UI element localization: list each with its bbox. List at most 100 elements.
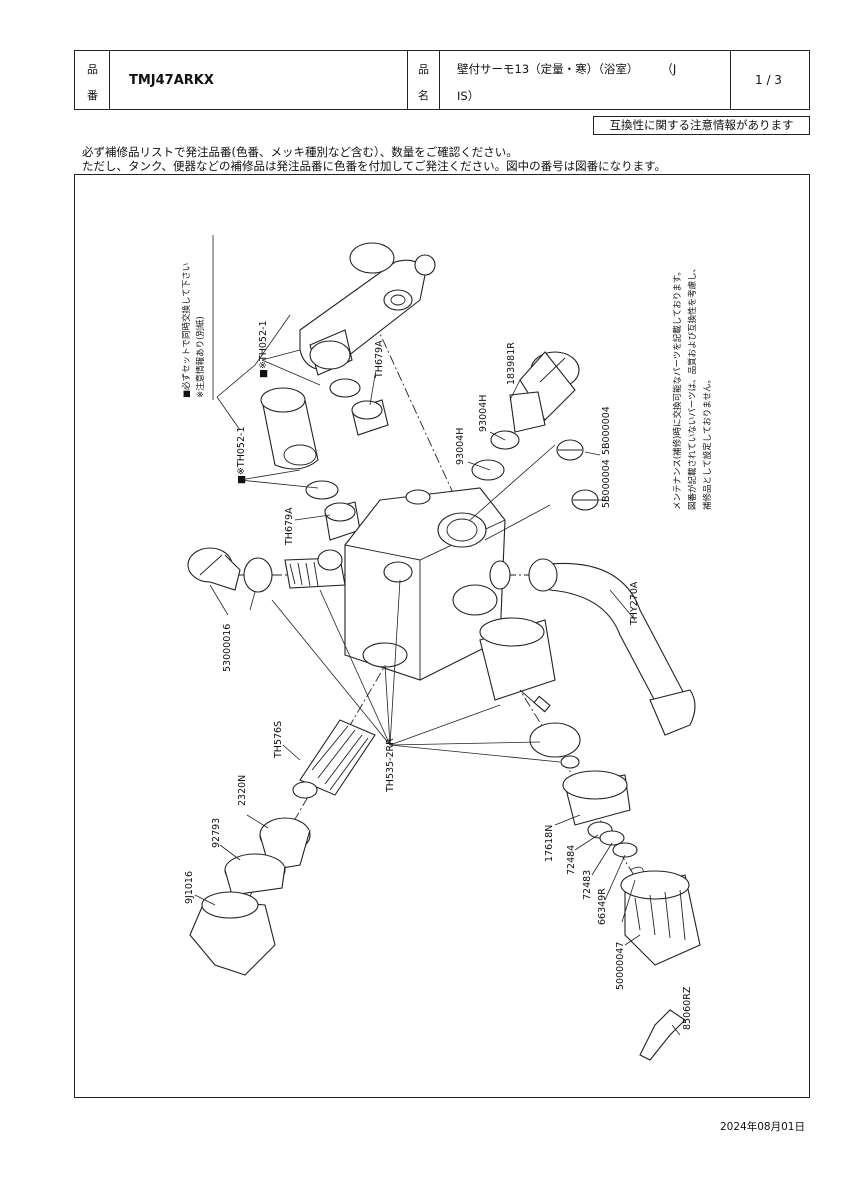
leader-line <box>509 379 521 401</box>
hinmei-label: 品 <box>418 63 429 76</box>
leader-line <box>369 374 376 406</box>
o-ring <box>471 459 505 481</box>
part-label-9j1016: 9J1016 <box>184 871 195 904</box>
part-label-72484: 72484 <box>566 845 577 875</box>
hinban-label: 品 <box>87 63 98 76</box>
compatibility-notice[interactable]: 互換性に関する注意情報があります <box>593 116 810 135</box>
header-divider <box>109 51 110 109</box>
leader-line <box>209 584 229 616</box>
leader-line <box>554 814 581 826</box>
page-number: 1 / 3 <box>755 73 782 87</box>
leader-line <box>389 741 541 746</box>
valve-seat <box>509 391 546 433</box>
hinban-label: 番 <box>87 89 98 102</box>
leader-line <box>484 504 551 541</box>
leader-line <box>249 591 256 611</box>
part-label-th679a-top: TH679A <box>374 340 385 379</box>
thermo-element <box>292 719 376 799</box>
plug-cap-top-right <box>519 351 580 421</box>
header-divider <box>730 51 731 109</box>
part-label-183981r: 183981R <box>506 342 517 385</box>
note-set-replacement: ■必ずセットで同時交換して下さい <box>181 263 192 398</box>
valve-body <box>344 487 511 681</box>
issue-date: 2024年08月01日 <box>720 1121 805 1133</box>
hinmei-label: 名 <box>418 89 429 102</box>
part-label-th052-top: ■※TH052-1 <box>258 321 269 379</box>
leader-line <box>216 396 241 431</box>
leader-line <box>574 834 599 851</box>
leader-line <box>671 1024 681 1036</box>
washer <box>612 842 638 858</box>
instruction-line: 必ず補修品リストで発注品番(色番、メッキ種別など含む）、数量をご確認ください。 <box>82 145 518 159</box>
leader-line <box>319 589 391 746</box>
product-code: TMJ47ARKX <box>129 73 214 88</box>
o-ring <box>329 378 361 398</box>
leader-line <box>246 814 269 829</box>
diagram-frame <box>74 174 810 1098</box>
part-label-th679a-middle: TH679A <box>284 507 295 546</box>
leader-line <box>271 599 391 746</box>
leader-line <box>489 431 506 441</box>
leader-line <box>216 314 291 398</box>
part-label-72483: 72483 <box>582 870 593 900</box>
o-ring <box>305 480 339 500</box>
part-label-17618n: 17618N <box>544 825 555 862</box>
header-divider <box>439 51 440 109</box>
flow-handle <box>189 891 276 976</box>
check-valve-middle <box>324 501 361 541</box>
part-label-66349r: 66349R <box>597 888 608 925</box>
instruction-line: ただし、タンク、便器などの補修品は発注品番に色番を付加してご発注ください。図中の… <box>82 159 666 173</box>
part-label-85060rz: 85060RZ <box>682 986 693 1030</box>
note-caution-info: ※注意情報あり(別紙) <box>195 316 206 398</box>
part-label-53000016: 53000016 <box>222 624 233 672</box>
leader-line <box>591 842 613 876</box>
temperature-handle <box>620 870 701 966</box>
part-label-th576s: TH576S <box>273 721 284 759</box>
part-label-th535-2rr: TH535-2RR <box>385 738 396 793</box>
leader-line <box>194 894 216 906</box>
leader-line <box>219 844 241 861</box>
plug-cap-left <box>187 547 241 591</box>
mixing-cartridge <box>479 617 556 713</box>
leader-line <box>384 664 391 746</box>
part-label-5b000004: 5B000004 <box>601 406 612 455</box>
o-ring <box>243 557 273 593</box>
leader-line <box>261 359 321 386</box>
part-label-2320n: 2320N <box>237 775 248 806</box>
part-label-50000047: 50000047 <box>615 942 626 990</box>
o-ring <box>529 722 581 758</box>
leader-line <box>604 854 626 901</box>
leader-line <box>282 744 301 761</box>
adjustment-key <box>639 1009 686 1061</box>
part-label-thy270a: THY270A <box>629 581 640 626</box>
leader-line <box>389 704 501 746</box>
leader-line <box>389 744 561 763</box>
product-name-continued: IS） <box>457 89 480 103</box>
leader-line <box>239 469 301 481</box>
thermostatic-cartridge <box>284 549 346 589</box>
fitting-small <box>571 489 599 511</box>
header-divider <box>407 51 408 109</box>
part-label-93004h: 93004H <box>478 395 489 432</box>
leader-line <box>261 349 301 361</box>
fitting-small <box>556 439 584 461</box>
union-nut-top <box>309 329 353 376</box>
leader-line <box>389 579 401 746</box>
washer <box>599 830 625 846</box>
o-ring <box>560 755 580 769</box>
leader-line <box>469 444 556 521</box>
product-name: 壁付サーモ13（定量・寒）（浴室） （J <box>457 62 677 76</box>
note-no-drawing-number: 図番が記載されていないパーツは、品質および互換性を考慮し、 <box>687 264 698 510</box>
part-label-th052-middle: ■※TH052-1 <box>236 427 247 485</box>
part-label-5b000004: 5B000004 <box>601 459 612 508</box>
leader-line <box>584 451 601 456</box>
cap-nut-right <box>562 770 631 826</box>
leader-line <box>624 934 641 946</box>
leader-line <box>467 461 491 471</box>
stopper-ring <box>224 853 286 896</box>
header-table: 品 番 TMJ47ARKX 品 名 壁付サーモ13（定量・寒）（浴室） （J I… <box>74 50 810 110</box>
part-label-92793: 92793 <box>211 818 222 848</box>
note-maintenance: メンテナンス(補修)時に交換可能なパーツを記載しております。 <box>672 267 683 510</box>
union-nut-middle <box>260 387 319 470</box>
